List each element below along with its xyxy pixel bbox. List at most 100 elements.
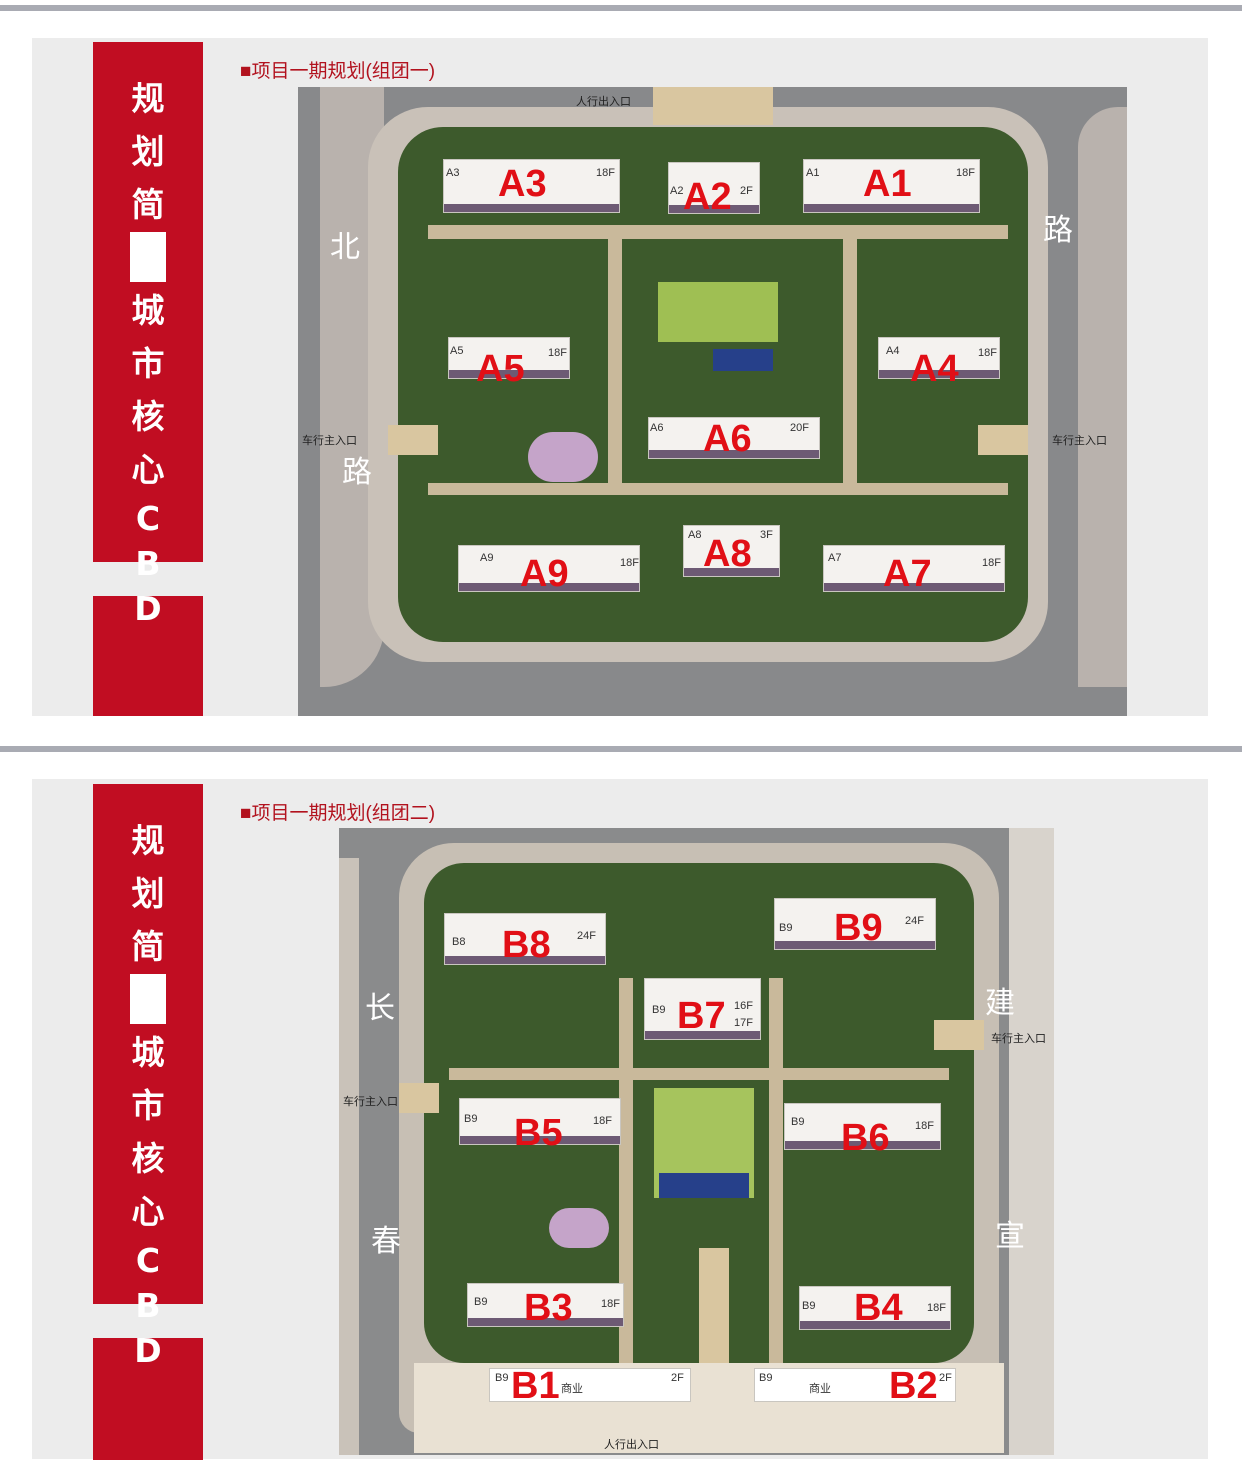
building-label-b4: B4: [854, 1287, 903, 1329]
tab-char: 简: [131, 185, 165, 224]
building-label-a2: A2: [683, 176, 732, 218]
building-label-a7: A7: [883, 553, 932, 595]
tab-char: B: [135, 544, 161, 583]
building-tag: A2: [670, 185, 684, 197]
building-label-b5: B5: [514, 1112, 563, 1154]
building-b7: [644, 978, 761, 1040]
building-a8: [683, 525, 780, 577]
side-tab-text-2: 规 划 简 城 市 核 心 C B D: [93, 814, 203, 1373]
internal-path: [843, 225, 857, 495]
building-a7: [823, 545, 1005, 592]
building-floors: 3F: [760, 529, 773, 541]
building-b9: [774, 898, 936, 950]
building-tag: A6: [650, 422, 664, 434]
building-tag: B9: [652, 1004, 666, 1016]
road-label: 宣: [995, 1219, 1025, 1254]
road-label: 春: [371, 1224, 401, 1259]
entrance-plaza-right: [934, 1020, 984, 1050]
building-b8: [444, 913, 606, 965]
tab-blank-block: [130, 232, 166, 282]
building-use: 商业: [561, 1383, 583, 1395]
building-label-a5: A5: [476, 348, 525, 390]
site-plan-map-2: 长 春 建 宣 车行主入口 车行主入口 人行出入口 B8 B8 24F B9 B…: [339, 828, 1054, 1455]
building-tag: A4: [886, 345, 900, 357]
central-pool: [713, 349, 773, 371]
building-floors: 18F: [601, 1298, 620, 1310]
entrance-label-left: 车行主入口: [302, 435, 357, 447]
play-area: [549, 1208, 609, 1248]
building-a1: [803, 159, 980, 213]
building-label-b2: B2: [889, 1365, 938, 1407]
building-label-a1: A1: [863, 163, 912, 205]
side-tab-upper-1: [93, 42, 203, 562]
building-tag: B9: [791, 1116, 805, 1128]
building-floors: 18F: [978, 347, 997, 359]
tab-char: C: [135, 499, 161, 538]
building-floors: 2F: [740, 185, 753, 197]
building-label-a6: A6: [703, 418, 752, 460]
building-a9: [458, 545, 640, 592]
entrance-label-top: 人行出入口: [576, 96, 631, 108]
building-floors: 24F: [905, 915, 924, 927]
internal-path: [608, 225, 622, 495]
building-a2: [668, 162, 760, 214]
building-floors: 18F: [620, 557, 639, 569]
building-tag: A5: [450, 345, 464, 357]
building-tag: B9: [779, 922, 793, 934]
building-b3: [467, 1283, 624, 1327]
road-label: 建: [985, 986, 1015, 1021]
internal-path: [449, 1068, 949, 1080]
tab-char: 规: [131, 79, 165, 118]
building-tag: A3: [446, 167, 460, 179]
entrance-plaza-top: [653, 87, 773, 125]
building-floors: 24F: [577, 930, 596, 942]
tab-char: 市: [131, 344, 165, 383]
building-tag: B8: [452, 936, 466, 948]
entrance-plaza-left: [388, 425, 438, 455]
building-label-b7: B7: [677, 995, 726, 1037]
tab-char: 规: [131, 821, 165, 860]
internal-path: [428, 225, 1008, 239]
building-tag: B9: [464, 1113, 478, 1125]
site-plan-map-1: 北 路 路 人行出入口 车行主入口 车行主入口 A3 A3 18F A2 A2 …: [298, 87, 1127, 716]
side-tab-upper-2: [93, 784, 203, 1304]
building-tag: A8: [688, 529, 702, 541]
building-label-a4: A4: [910, 348, 959, 390]
sidewalk-right: [1078, 107, 1127, 687]
tab-char: 城: [131, 1033, 165, 1072]
tab-char: 划: [131, 874, 165, 913]
building-floors: 17F: [734, 1017, 753, 1029]
section-title-2: ■项目一期规划(组团二): [240, 803, 436, 824]
building-floors: 18F: [927, 1302, 946, 1314]
building-floors: 18F: [915, 1120, 934, 1132]
entrance-plaza-left: [399, 1083, 439, 1113]
road-label: 北: [330, 230, 360, 265]
entrance-label-bottom: 人行出入口: [604, 1439, 659, 1451]
building-b1: [489, 1368, 691, 1402]
top-divider-2: [0, 746, 1242, 752]
entrance-label-right: 车行主入口: [1052, 435, 1107, 447]
side-tab-lower-2: [93, 1338, 203, 1460]
building-floors: 18F: [982, 557, 1001, 569]
building-floors: 18F: [548, 347, 567, 359]
top-divider-1: [0, 5, 1242, 11]
building-a4: [878, 337, 1000, 379]
tab-blank-block: [130, 974, 166, 1024]
building-label-a8: A8: [703, 533, 752, 575]
building-tag: A1: [806, 167, 820, 179]
building-floors: 2F: [671, 1372, 684, 1384]
building-a6: [648, 417, 820, 459]
tab-char: C: [135, 1241, 161, 1280]
building-floors: 18F: [593, 1115, 612, 1127]
building-b2: [754, 1368, 956, 1402]
tab-char: 市: [131, 1086, 165, 1125]
tab-char: 核: [131, 397, 165, 436]
tab-char: 划: [131, 132, 165, 171]
section-title-1: ■项目一期规划(组团一): [240, 61, 436, 82]
internal-path: [428, 483, 1008, 495]
building-tag: A9: [480, 552, 494, 564]
internal-path: [769, 978, 783, 1368]
building-a3: [443, 159, 620, 213]
building-label-b6: B6: [841, 1117, 890, 1159]
building-tag: B9: [759, 1372, 773, 1384]
